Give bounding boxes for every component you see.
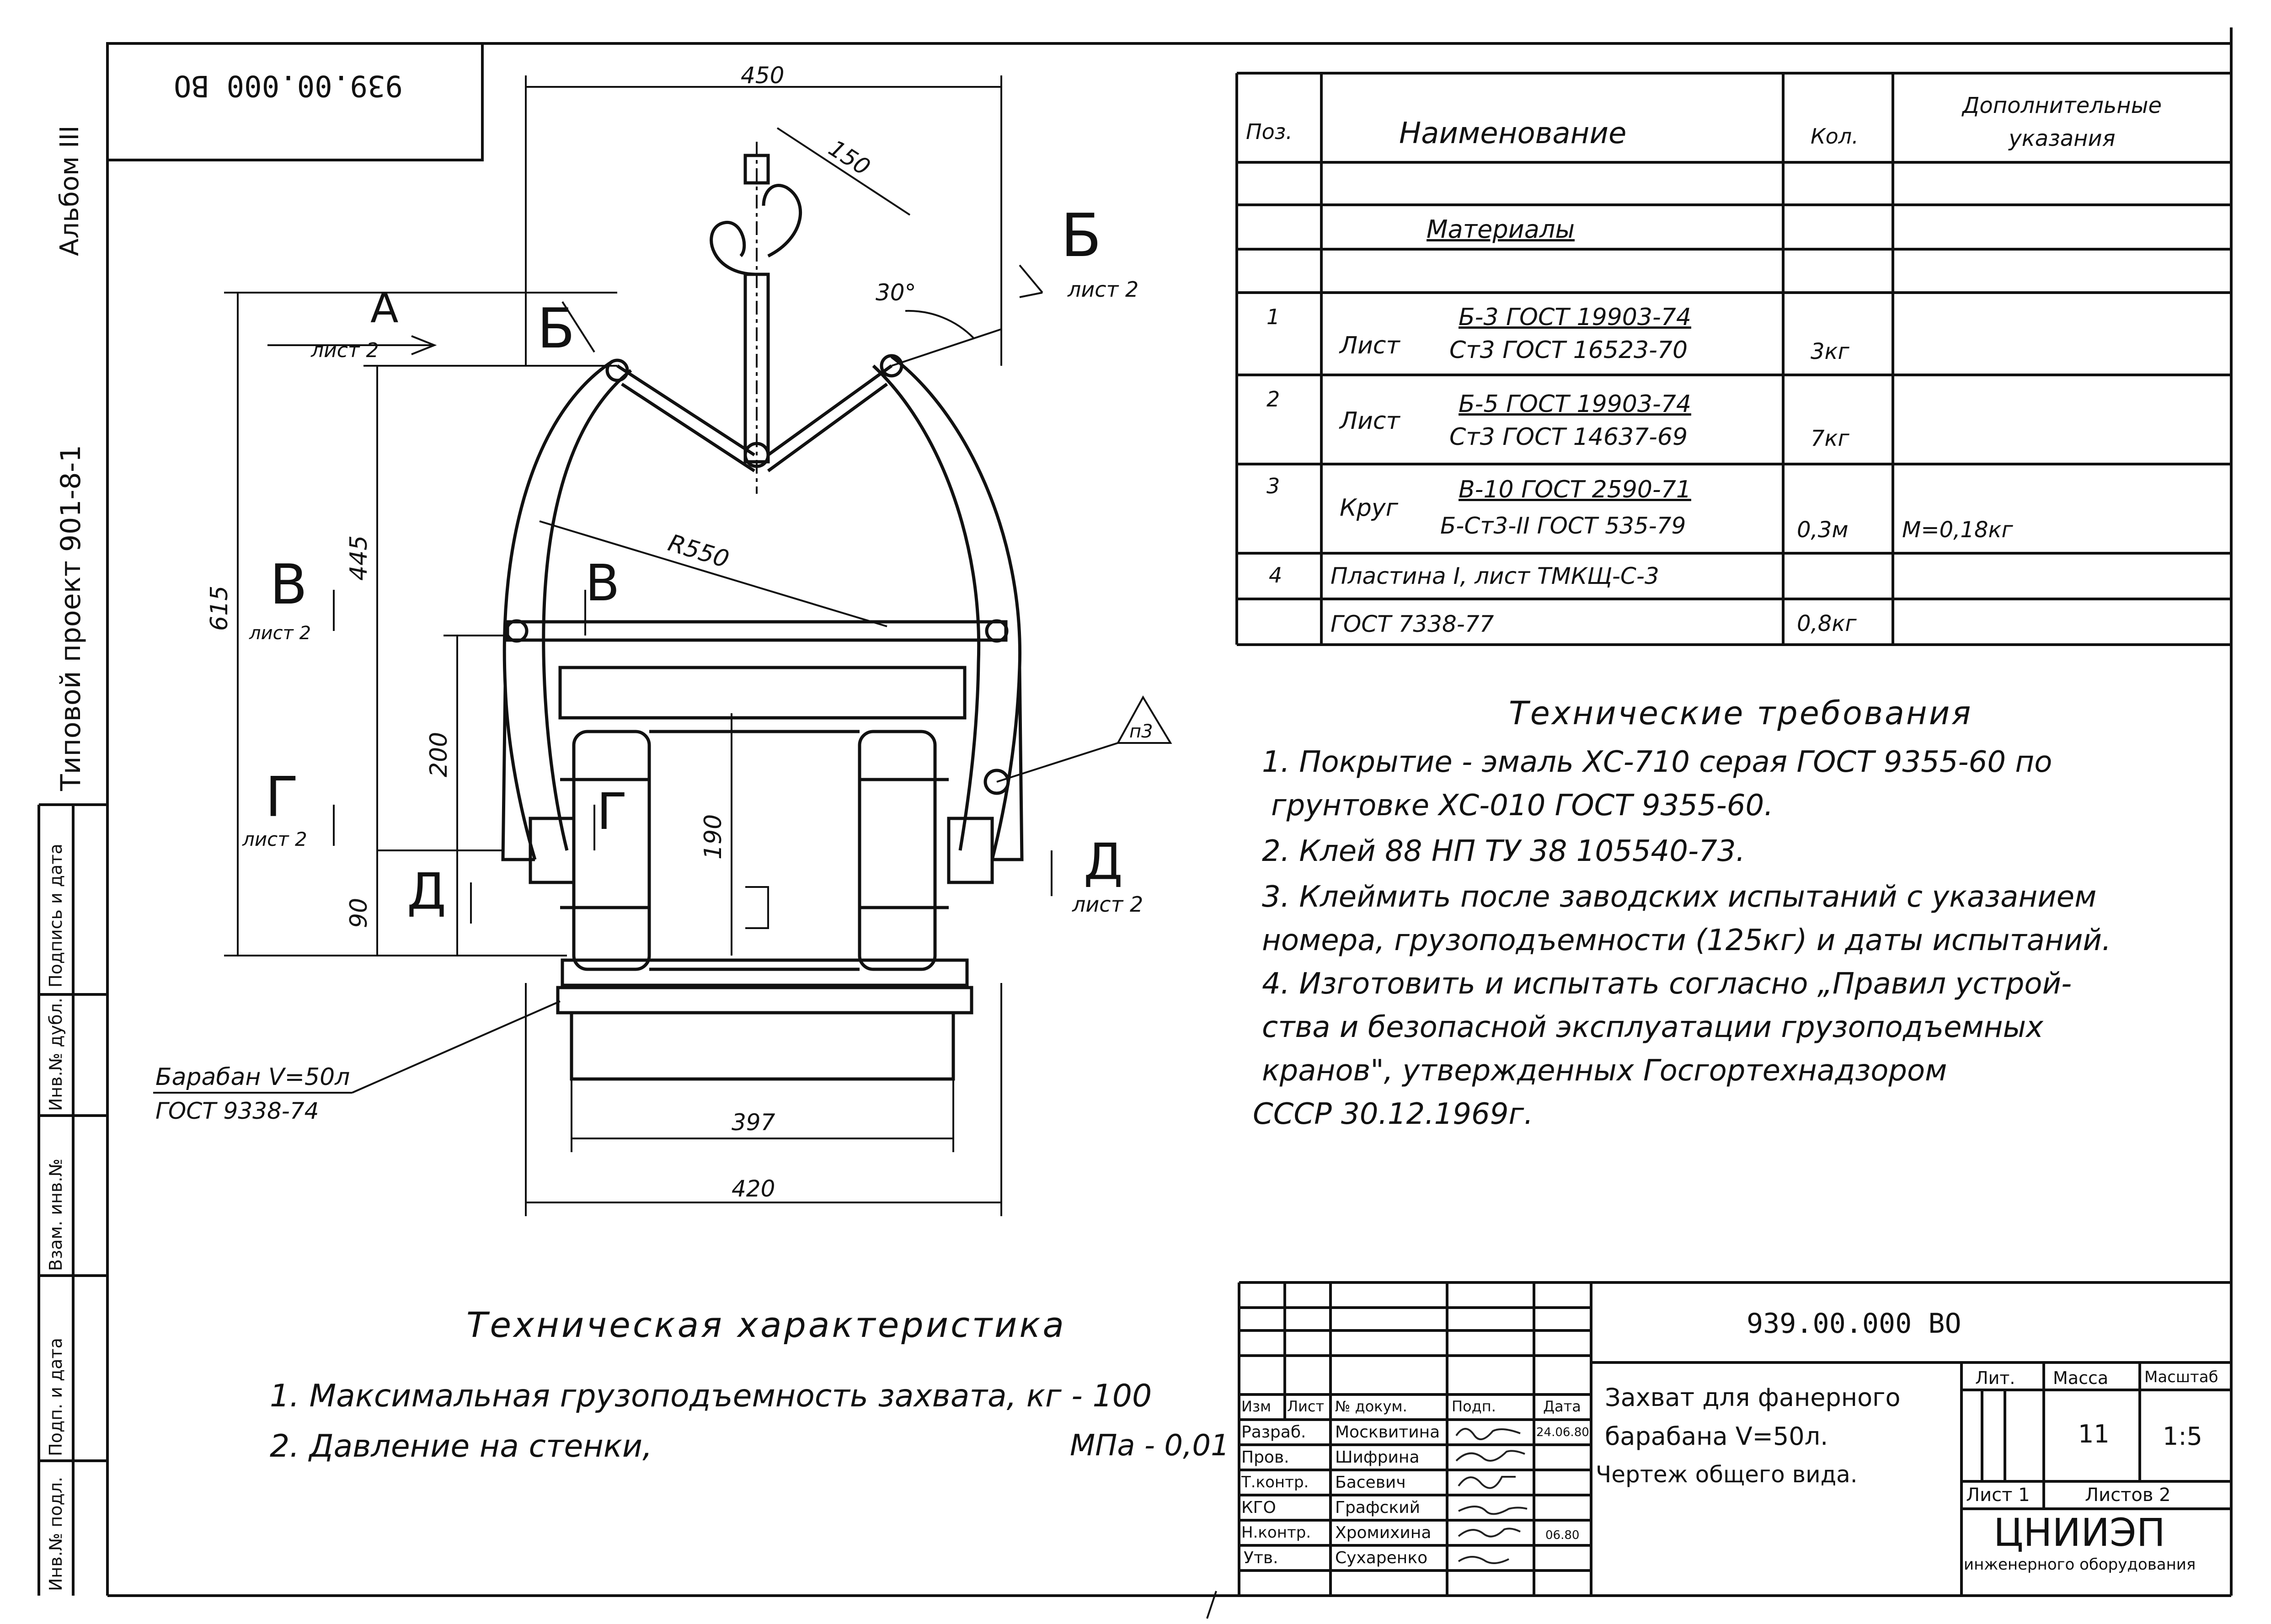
drum-label-gost: ГОСТ 9338-74 [155,1098,319,1124]
bom-row1-spec-top: Б-3 ГОСТ 19903-74 [1459,304,1691,331]
bom-header-name: Наименование [1399,117,1627,150]
bom-row3-qty: 0,3м [1797,517,1849,543]
signer-role: Т.контр. [1241,1473,1309,1491]
signer-name: Басевич [1335,1473,1406,1492]
weld-mark: п3 [1129,721,1153,742]
tb-mass: 11 [2078,1420,2110,1448]
tech-char-line-2-value: МПа - 0,01 [1070,1429,1229,1463]
title-line-3: Чертеж общего вида. [1596,1461,1858,1488]
tb-scale: 1:5 [2163,1422,2202,1451]
bom-row2-qty: 7кг [1811,426,1849,451]
title-block-code: 939.00.000 ВО [1747,1308,1961,1340]
view-v-left: В [270,553,308,617]
signer-role: Разраб. [1241,1423,1306,1442]
bom-row3-pos: 3 [1266,474,1280,498]
sig-header-sign: Подп. [1452,1398,1496,1415]
tb-header-scale: Масштаб [2144,1368,2218,1386]
view-a-sheet: лист 2 [311,339,379,362]
tech-req-line-8: кранов", утвержденных Госгортехнадзором [1262,1054,1947,1088]
tech-req-title: Технические требования [1509,694,1973,732]
bom-row1-qty: 3кг [1811,339,1849,364]
tech-req-line-7: ства и безопасной эксплуатации грузоподъ… [1262,1010,2043,1044]
bom-row3-note: М=0,18кг [1902,517,2013,543]
sig-header-list: Лист [1287,1398,1325,1415]
dim-450: 450 [741,62,785,89]
tech-req-line-1: 1. Покрытие - эмаль ХС-710 серая ГОСТ 93… [1262,745,2052,779]
dim-397: 397 [732,1109,775,1136]
view-g-left-sheet: лист 2 [242,828,307,850]
tech-req-line-2: грунтовке ХС-010 ГОСТ 9355-60. [1271,789,1774,823]
signer-name: Графский [1335,1498,1420,1517]
sig-header-izm: Изм [1241,1398,1272,1415]
bom-row4-spec-bottom: ГОСТ 7338-77 [1331,611,1494,637]
tech-req-line-3: 2. Клей 88 НП ТУ 38 105540-73. [1262,834,1745,868]
bom-row3-spec-bottom: Б-Ст3-II ГОСТ 535-79 [1440,513,1686,539]
bom-row1-name: Лист [1340,332,1400,359]
tech-req-line-6: 4. Изготовить и испытать согласно „Прави… [1262,967,2072,1001]
bom-row1-spec-bottom: Ст3 ГОСТ 16523-70 [1449,337,1688,364]
tb-org-name: ЦНИИЭП [1993,1510,2165,1555]
signer-role: Пров. [1241,1448,1289,1467]
view-b-left: Б [537,297,575,361]
view-d-left: Д [407,862,446,921]
tb-header-mass: Масса [2053,1368,2109,1388]
signer-role: КГО [1241,1498,1276,1517]
dim-420: 420 [732,1175,775,1202]
signer-date: 24.06.80 [1536,1426,1589,1439]
bom-row3-spec-top: В-10 ГОСТ 2590-71 [1459,476,1691,503]
signer-role: Н.контр. [1241,1523,1311,1542]
tech-req-line-4: 3. Клеймить после заводских испытаний с … [1262,880,2097,914]
bom-row2-spec-top: Б-5 ГОСТ 19903-74 [1459,390,1691,418]
bom-materials-label: Материалы [1427,215,1575,244]
view-d-right-sheet: лист 2 [1072,892,1144,917]
tech-char-line-1: 1. Максимальная грузоподъемность захвата… [270,1378,1152,1414]
tech-req-line-9: СССР 30.12.1969г. [1253,1097,1534,1131]
signer-name: Шифрина [1335,1448,1420,1467]
bom-header-pos: Поз. [1246,119,1293,144]
tb-sheet: Лист 1 [1966,1485,2030,1506]
view-v-right: В [585,554,620,612]
tech-char-line-2: 2. Давление на стенки, [270,1428,652,1464]
sig-header-date: Дата [1543,1398,1581,1415]
bom-row2-spec-bottom: Ст3 ГОСТ 14637-69 [1449,423,1688,451]
tb-org-sub: инженерного оборудования [1964,1555,2196,1574]
bom-row2-name: Лист [1340,407,1400,435]
signer-name: Москвитина [1335,1423,1440,1442]
signer-name: Хромихина [1335,1523,1432,1542]
sig-header-doc: № докум. [1335,1398,1407,1415]
drum-label: Барабан V=50л [155,1063,350,1091]
tech-char-title: Техническая характеристика [466,1304,1066,1345]
bom-row4-name: Пластина I, лист ТМКЩ-С-3 [1331,563,1659,589]
title-line-1: Захват для фанерного [1605,1383,1901,1412]
view-d-right: Д [1084,833,1123,891]
signer-date: 06.80 [1545,1528,1580,1542]
bom-row4-pos: 4 [1269,563,1282,588]
view-a: А [370,284,399,332]
tb-sheets: Листов 2 [2085,1485,2171,1506]
bom-header-notes: Дополнительные указания [1962,93,2162,151]
view-b-right-sheet: лист 2 [1068,277,1139,302]
tb-header-lit: Лит. [1975,1368,2015,1388]
title-line-2: барабана V=50л. [1605,1422,1828,1451]
view-v-left-sheet: лист 2 [249,623,311,644]
bom-row3-name: Круг [1340,494,1399,522]
tech-req-line-5: номера, грузоподъемности (125кг) и даты … [1262,924,2111,957]
bom-row1-pos: 1 [1266,304,1280,329]
bom-row4-qty: 0,8кг [1797,611,1857,636]
dim-30: 30° [876,279,916,306]
bom-row2-pos: 2 [1266,387,1280,411]
view-g-left: Г [265,766,299,829]
bom-header-qty: Кол. [1811,124,1859,149]
view-g-right: Г [597,782,628,841]
view-b-right: Б [1061,201,1102,270]
signer-role: Утв. [1244,1549,1278,1567]
signer-name: Сухаренко [1335,1549,1428,1567]
